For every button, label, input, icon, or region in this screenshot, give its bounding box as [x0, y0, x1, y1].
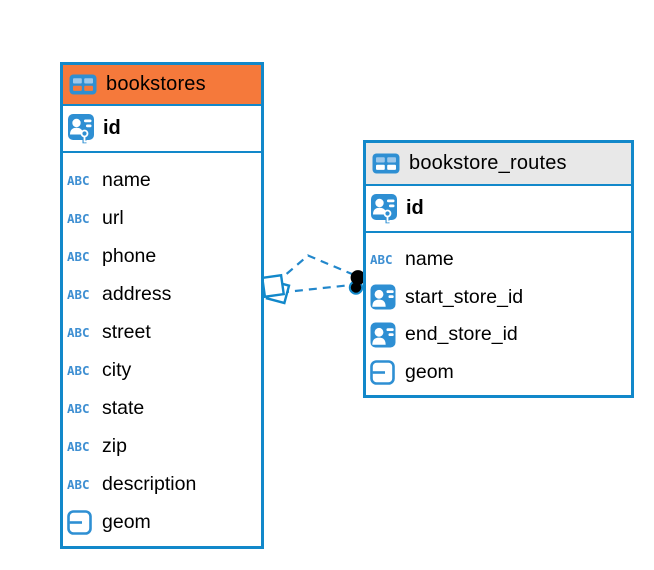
column-street[interactable]: ABC street: [63, 313, 261, 351]
column-label: zip: [102, 435, 127, 458]
column-label: geom: [405, 360, 454, 383]
geometry-type-icon: [370, 359, 395, 385]
table-bookstores[interactable]: bookstores id ABC name ABC: [60, 62, 264, 549]
column-address[interactable]: ABC address: [63, 275, 261, 313]
column-list: ABC name ABC url ABC phone ABC address A…: [63, 153, 261, 546]
column-city[interactable]: ABC city: [63, 351, 261, 389]
column-end-store-id[interactable]: end_store_id: [366, 316, 631, 354]
column-label: start_store_id: [405, 285, 524, 308]
reference-type-icon: [370, 284, 396, 310]
column-id[interactable]: id: [366, 186, 631, 233]
relationship-line-upper[interactable]: [275, 254, 353, 284]
column-start-store-id[interactable]: start_store_id: [366, 279, 631, 317]
column-label: street: [102, 320, 151, 343]
text-type-icon: ABC: [67, 210, 90, 226]
text-type-icon: ABC: [67, 477, 90, 493]
column-label: geom: [102, 511, 151, 534]
column-label: phone: [102, 244, 157, 267]
relationship-source-marker: [260, 273, 291, 305]
column-name[interactable]: ABC name: [63, 161, 261, 199]
column-zip[interactable]: ABC zip: [63, 428, 261, 466]
text-type-icon: ABC: [67, 248, 90, 264]
column-description[interactable]: ABC description: [63, 466, 261, 504]
column-label: url: [102, 206, 124, 229]
column-list: ABC name start_store_id: [366, 233, 631, 395]
relationship-link[interactable]: [275, 254, 353, 294]
primary-key-icon: [68, 114, 94, 144]
column-label: address: [102, 282, 172, 305]
column-label: description: [102, 473, 197, 496]
table-title: bookstore_routes: [409, 152, 567, 174]
column-name[interactable]: ABC name: [366, 241, 631, 279]
column-label: city: [102, 359, 132, 382]
column-label: name: [405, 248, 454, 271]
text-type-icon: ABC: [370, 252, 393, 268]
relationship-line-lower[interactable]: [280, 283, 352, 294]
primary-key-name: id: [406, 197, 424, 219]
column-id[interactable]: id: [63, 106, 261, 153]
text-type-icon: ABC: [67, 172, 90, 188]
column-label: state: [102, 397, 145, 420]
table-bookstore-routes[interactable]: bookstore_routes id ABC name: [363, 140, 634, 398]
primary-key-icon: [371, 194, 397, 224]
column-phone[interactable]: ABC phone: [63, 237, 261, 275]
text-type-icon: ABC: [67, 401, 90, 417]
table-icon: [372, 153, 400, 174]
text-type-icon: ABC: [67, 324, 90, 340]
column-geom[interactable]: geom: [63, 504, 261, 542]
table-bookstore-routes-header[interactable]: bookstore_routes: [366, 143, 631, 186]
table-bookstores-header[interactable]: bookstores: [63, 65, 261, 106]
table-icon: [69, 74, 97, 95]
table-title: bookstores: [106, 73, 206, 95]
column-label: end_store_id: [405, 323, 518, 346]
column-label: name: [102, 168, 151, 191]
primary-key-name: id: [103, 117, 121, 139]
column-geom[interactable]: geom: [366, 354, 631, 392]
text-type-icon: ABC: [67, 286, 90, 302]
column-state[interactable]: ABC state: [63, 390, 261, 428]
reference-type-icon: [370, 322, 396, 348]
column-url[interactable]: ABC url: [63, 199, 261, 237]
geometry-type-icon: [67, 510, 92, 536]
text-type-icon: ABC: [67, 439, 90, 455]
text-type-icon: ABC: [67, 363, 90, 379]
